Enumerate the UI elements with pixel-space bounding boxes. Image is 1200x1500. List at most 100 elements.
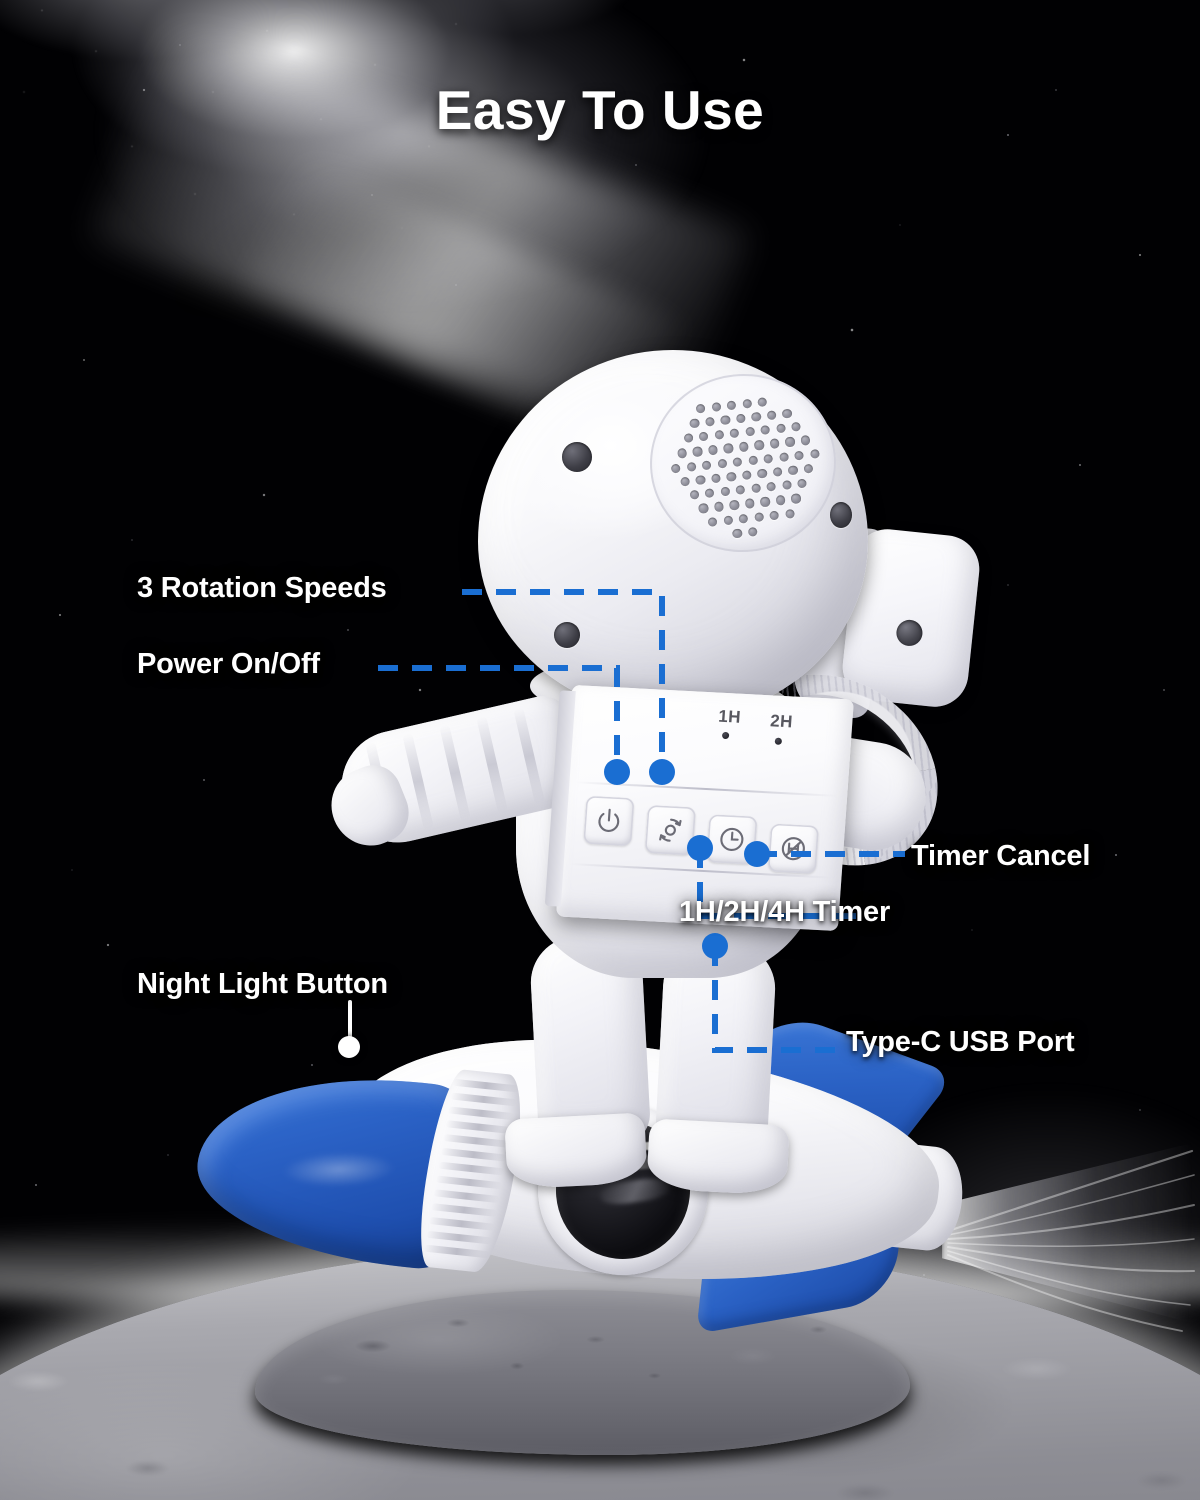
speaker-hole — [778, 451, 789, 463]
collar-rib — [428, 1216, 495, 1231]
timer-button[interactable] — [706, 814, 758, 865]
page-title: Easy To Use — [435, 79, 765, 141]
speaker-hole — [794, 450, 805, 461]
speaker-hole — [714, 430, 725, 441]
rotation-button[interactable] — [644, 805, 697, 856]
collar-rib — [423, 1244, 490, 1259]
speaker-hole — [713, 501, 724, 512]
speaker-hole — [757, 468, 768, 479]
speaker-hole — [784, 436, 796, 448]
clock-icon — [720, 827, 744, 851]
speaker-hole — [707, 445, 719, 456]
speaker-grille-holes — [654, 376, 834, 552]
callout-power-on-off: Power On/Off — [137, 648, 320, 680]
speaker-hole — [680, 476, 691, 487]
speaker-hole — [720, 486, 731, 497]
speaker-hole — [766, 410, 777, 421]
speaker-grille — [641, 364, 845, 562]
panel-seam — [575, 781, 838, 797]
callout-night-light-button: Night Light Button — [137, 968, 388, 1000]
speaker-hole — [717, 458, 728, 469]
rock-surface-texture — [255, 1290, 910, 1455]
speaker-hole — [726, 400, 737, 411]
callout-timer-durations: 1H/2H/4H Timer — [679, 896, 891, 928]
speaker-hole — [689, 490, 700, 501]
timer-indicator-led-2h — [774, 737, 783, 745]
speaker-hole — [760, 496, 771, 508]
speaker-hole — [701, 460, 712, 471]
rocket-body-assembly — [189, 1009, 1196, 1335]
timer-indicator-led-1h — [721, 731, 730, 740]
speaker-hole — [692, 446, 703, 457]
power-button[interactable] — [583, 795, 635, 847]
speaker-hole — [683, 433, 694, 444]
speaker-hole — [677, 448, 688, 459]
collar-rib — [435, 1175, 503, 1190]
astronaut-figure: 1H 2H — [320, 350, 1030, 1196]
arm-segment-line — [439, 723, 472, 823]
backpack-port-hole — [895, 618, 924, 648]
speaker-hole — [735, 413, 746, 424]
speaker-hole — [809, 448, 820, 459]
timer-cancel-icon — [781, 837, 805, 861]
speaker-hole — [750, 483, 762, 494]
speaker-hole — [791, 421, 802, 433]
speaker-hole — [800, 435, 811, 446]
timer-indicator-group: 1H 2H — [716, 707, 827, 753]
speaker-hole — [741, 398, 753, 409]
arm-segment-line — [513, 706, 546, 806]
speaker-hole — [766, 481, 777, 493]
speaker-hole — [720, 415, 731, 426]
control-panel: 1H 2H — [544, 684, 854, 932]
speaker-hole — [710, 473, 722, 484]
helmet-vent-hole — [562, 442, 592, 472]
speaker-hole — [782, 408, 793, 419]
collar-rib — [426, 1230, 493, 1245]
speaker-hole — [726, 471, 737, 482]
speaker-hole — [729, 428, 740, 439]
collar-rib — [438, 1161, 505, 1176]
leader-night-light-line — [348, 1000, 352, 1038]
speaker-hole — [753, 511, 765, 523]
speaker-hole — [772, 466, 783, 478]
speaker-hole — [738, 513, 749, 524]
timer-indicator-label-2h: 2H — [769, 711, 794, 732]
speaker-hole — [784, 508, 795, 519]
moon-rock-base — [255, 1290, 910, 1455]
collar-rib — [443, 1134, 510, 1148]
timer-indicator-label-1h: 1H — [717, 706, 742, 727]
speaker-hole — [723, 443, 734, 454]
nose-cone-highlight — [283, 1150, 395, 1189]
speaker-hole — [775, 495, 786, 506]
speaker-hole — [695, 403, 706, 414]
speaker-hole — [670, 463, 681, 474]
speaker-hole — [744, 498, 755, 509]
speaker-hole — [729, 500, 740, 511]
speaker-hole — [707, 516, 718, 527]
speaker-hole — [711, 401, 722, 412]
timer-cancel-button[interactable] — [767, 823, 820, 874]
speaker-hole — [747, 526, 758, 538]
speaker-hole — [775, 423, 786, 434]
arm-segment-line — [476, 715, 509, 814]
callout-timer-cancel: Timer Cancel — [911, 840, 1091, 872]
speaker-hole — [769, 438, 780, 449]
collar-rib — [433, 1189, 500, 1204]
speaker-hole — [686, 461, 697, 472]
exhaust-streaks — [946, 1149, 1196, 1332]
speaker-hole — [744, 426, 756, 437]
callout-type-c-usb-port: Type-C USB Port — [846, 1026, 1075, 1058]
speaker-hole — [735, 485, 746, 496]
rotation-icon — [659, 818, 682, 842]
speaker-hole — [787, 465, 799, 476]
speaker-hole — [689, 418, 700, 429]
speaker-hole — [698, 431, 709, 442]
speaker-hole — [732, 528, 743, 539]
speaker-hole — [803, 463, 814, 474]
speaker-hole — [754, 440, 765, 451]
leader-night-light-dot — [338, 1036, 360, 1058]
collar-rib — [431, 1203, 498, 1217]
speaker-hole — [751, 411, 762, 422]
astronaut-helmet — [478, 350, 868, 718]
